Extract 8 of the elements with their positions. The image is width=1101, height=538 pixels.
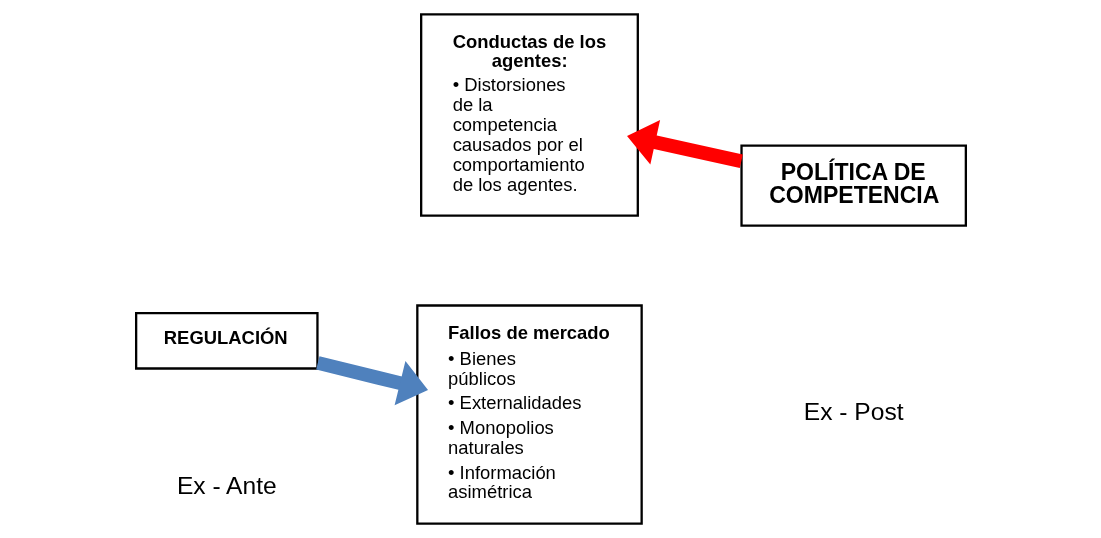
arrow bbox=[315, 356, 428, 406]
node-box: REGULACIÓN bbox=[134, 312, 319, 370]
node-box: POLÍTICA DE COMPETENCIA bbox=[739, 144, 967, 227]
node-box: Conductas de los agentes: • Distorsiones de la competencia causados por el comportamiento de los agentes. bbox=[419, 13, 639, 217]
label: Ex - Post bbox=[803, 398, 904, 426]
arrow bbox=[626, 120, 743, 168]
node-box: Fallos de mercado • Bienes públicos • Externalidades • Monopolios naturales • Información asimétrica bbox=[415, 304, 643, 525]
label: Ex - Ante bbox=[176, 472, 277, 500]
